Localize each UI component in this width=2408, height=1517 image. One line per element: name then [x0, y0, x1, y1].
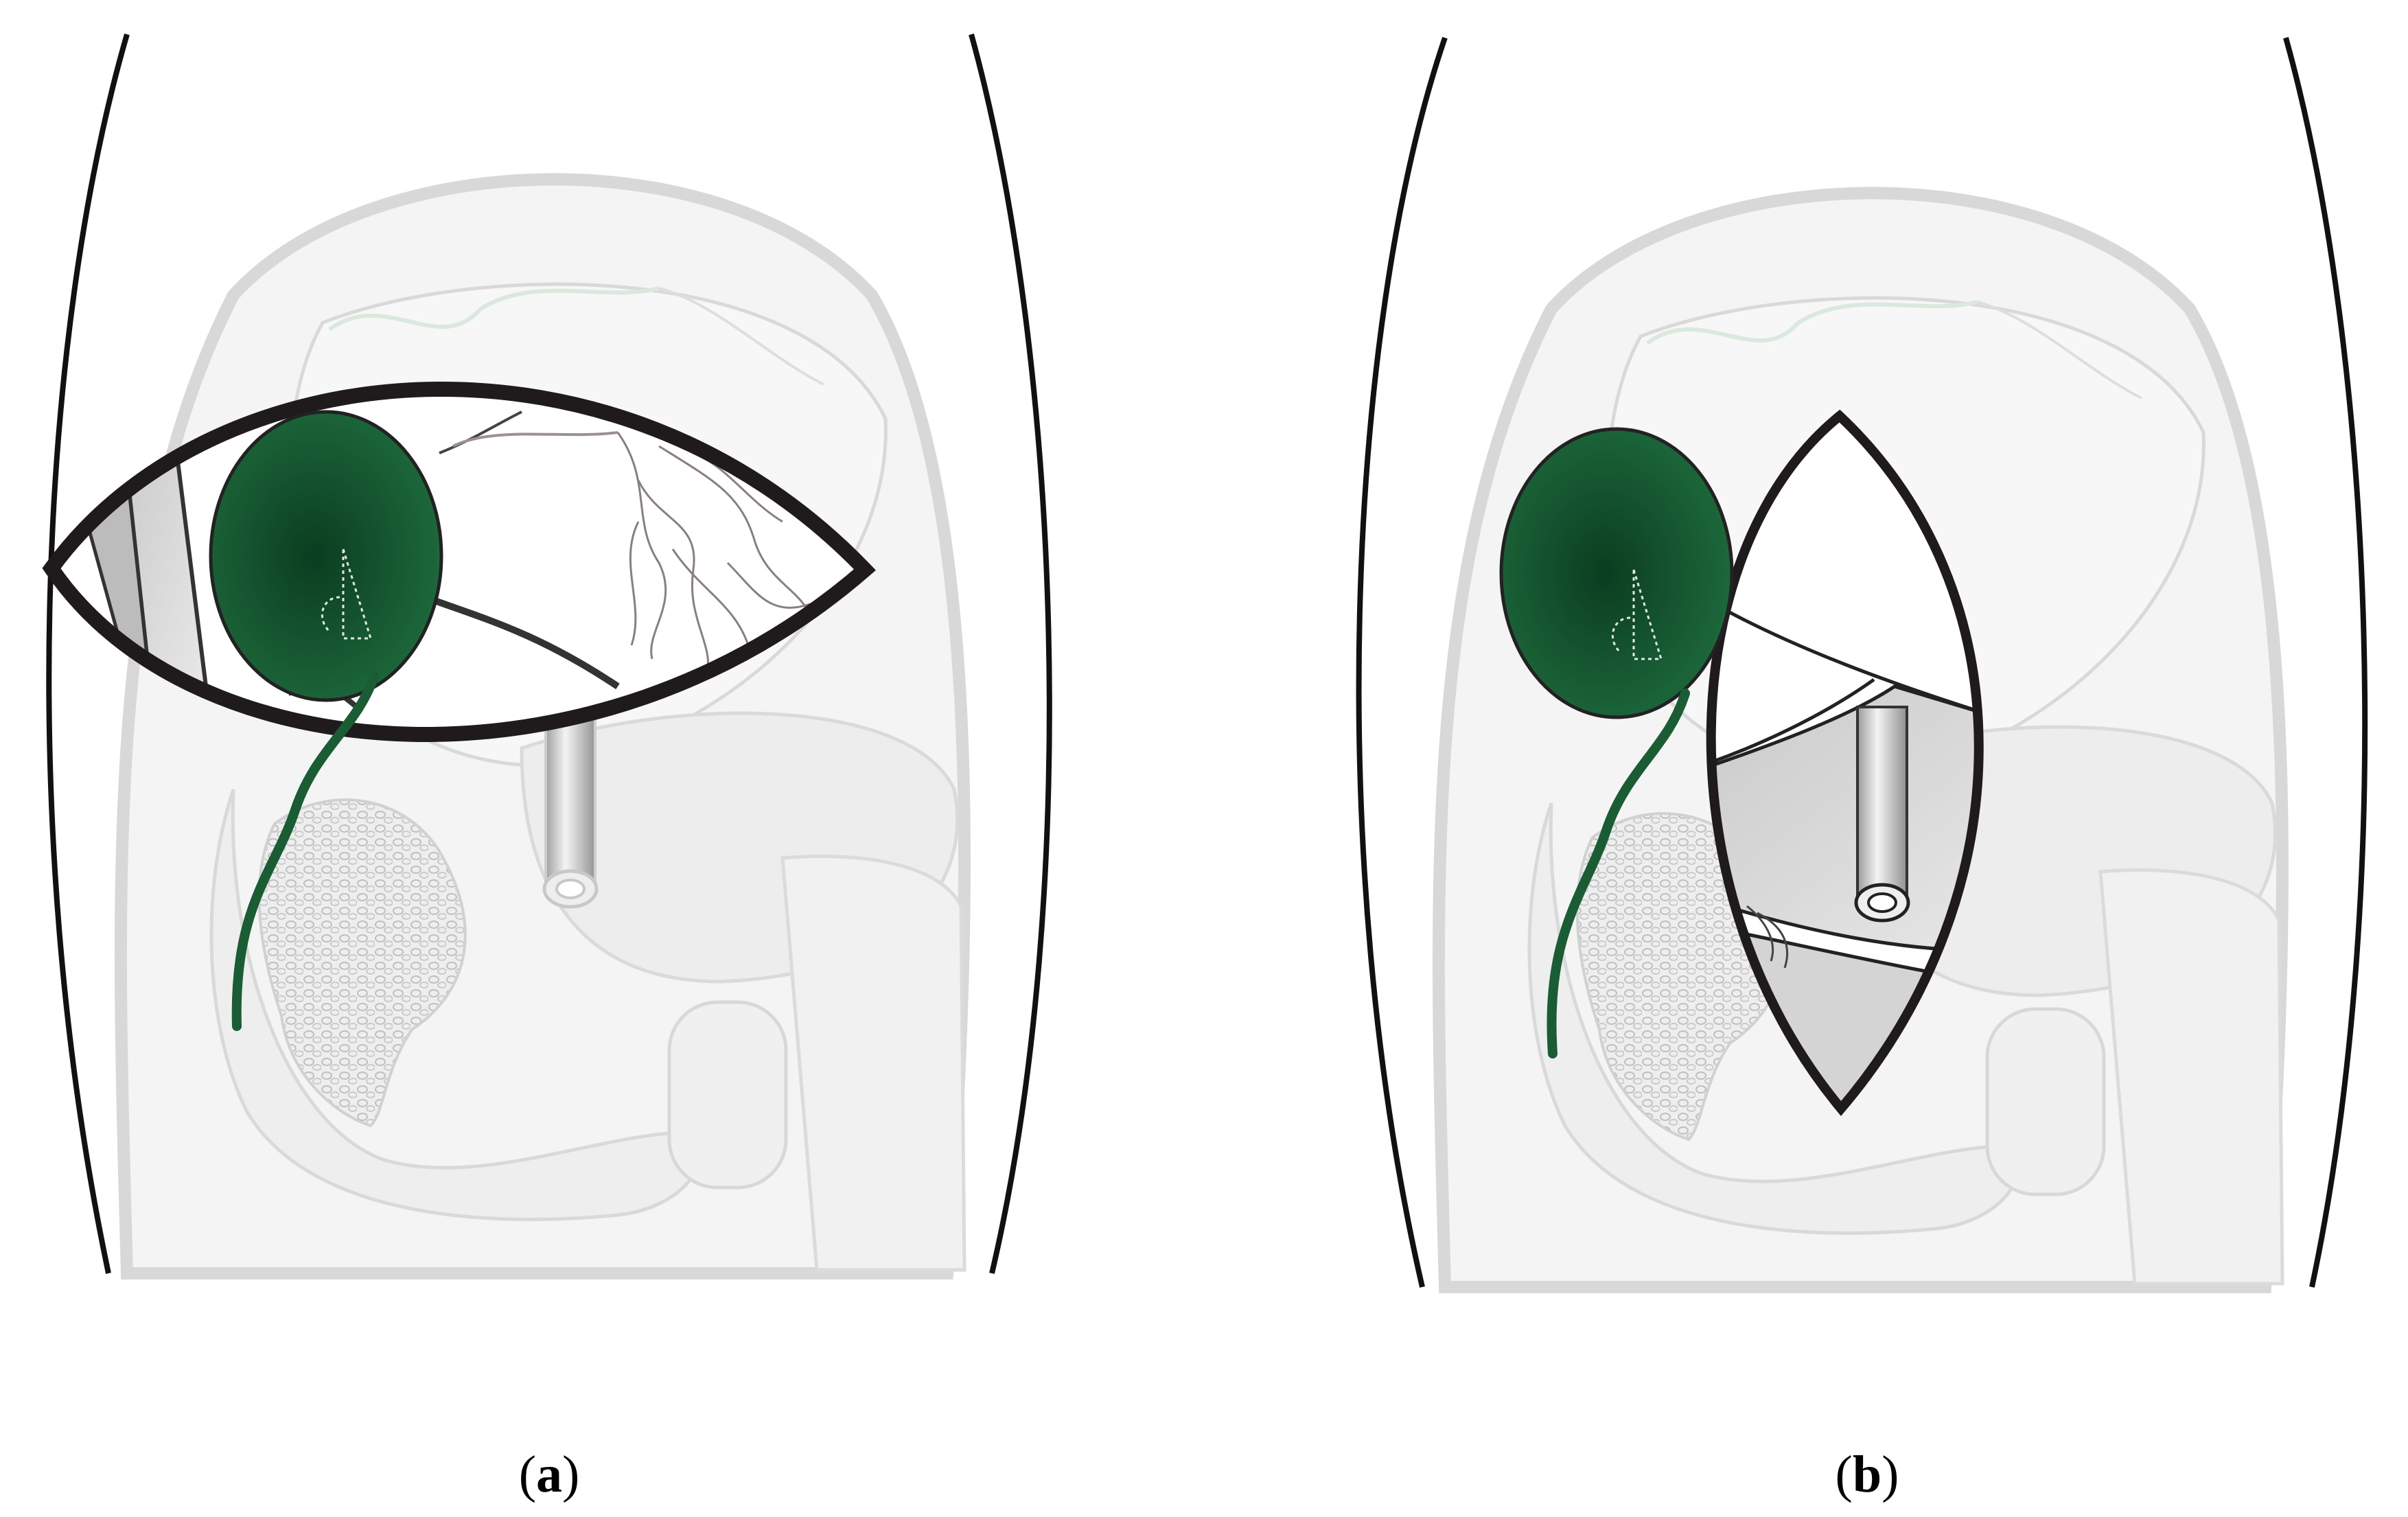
duodenum	[1527, 802, 2020, 1235]
body-outline-right	[969, 33, 1052, 1274]
cystic-duct	[231, 671, 379, 1031]
vessel-branches	[616, 432, 811, 673]
caption-panel-b: (b)	[1835, 1446, 1899, 1503]
pancreas	[257, 798, 467, 1128]
subcostal-incision-icon	[42, 381, 876, 742]
drain-tube-icon	[542, 713, 599, 909]
duodenum	[209, 789, 702, 1221]
body-outline-left	[46, 33, 130, 1274]
colon	[2098, 868, 2284, 1286]
gallbladder-icon	[1499, 427, 1734, 719]
gallbladder-icon	[209, 410, 443, 702]
kidney	[1985, 1007, 2106, 1196]
panel-a	[42, 33, 1052, 1279]
body-outline-right	[2283, 36, 2368, 1288]
cystic-duct	[1547, 688, 1690, 1058]
caption-panel-a: (a)	[518, 1446, 580, 1503]
kidney	[667, 1000, 788, 1190]
body-outline-left	[1356, 36, 1448, 1288]
panel-b	[1356, 36, 2368, 1293]
colon	[780, 855, 966, 1272]
drain-tube-icon	[1854, 706, 1910, 923]
